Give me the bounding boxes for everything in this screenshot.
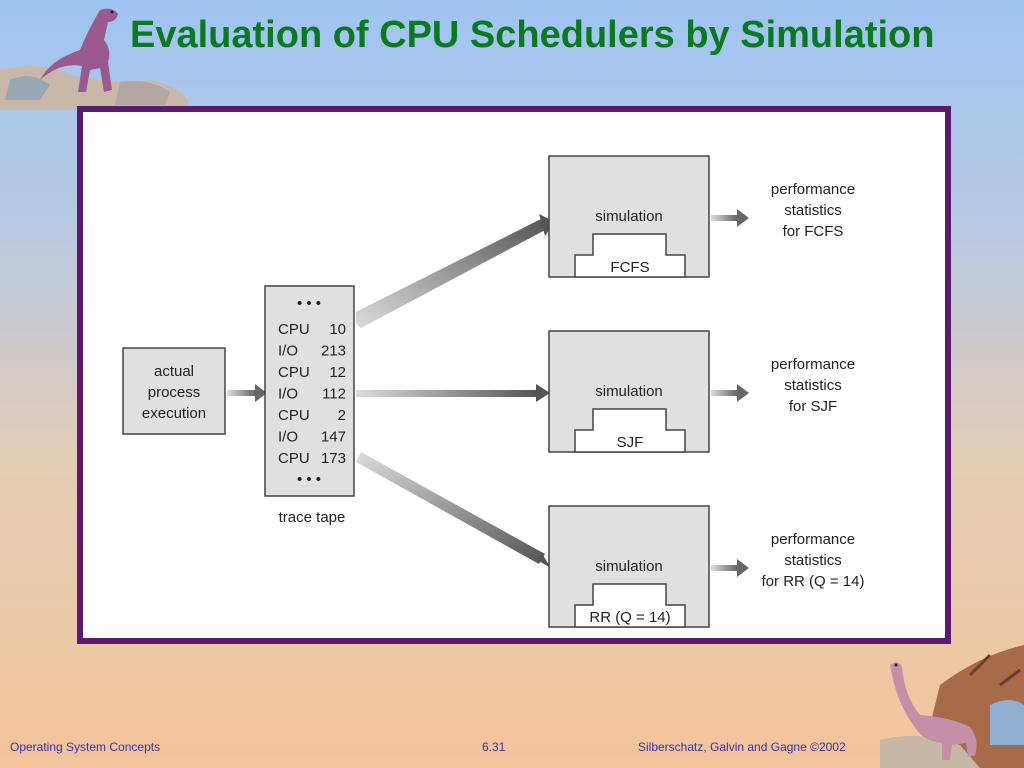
statistics-line: statistics — [784, 202, 842, 219]
simulation-diagram: actual process execution • • • CPU 10I/O 2… — [122, 155, 865, 628]
arrow-to-statistics — [711, 559, 749, 577]
arrow-to-statistics — [711, 384, 749, 402]
scheduler-slot — [574, 408, 686, 453]
statistics-line: performance — [771, 356, 855, 373]
arrow-to-sjf — [356, 384, 550, 402]
trace-row-value: 12 — [329, 364, 346, 381]
trace-row-op: CPU — [278, 450, 310, 467]
trace-row-op: I/O — [278, 429, 298, 446]
statistics-line: statistics — [784, 552, 842, 569]
statistics-line: for FCFS — [783, 223, 844, 240]
dinosaur-illustration-top-left — [0, 8, 188, 110]
trace-row-value: 147 — [321, 429, 346, 446]
trace-row-op: I/O — [278, 343, 298, 360]
statistics-line: for SJF — [789, 398, 837, 415]
source-line-1: actual — [154, 363, 194, 380]
source-line-3: execution — [142, 405, 206, 422]
source-line-2: process — [148, 384, 201, 401]
arrow-to-rr — [356, 452, 551, 568]
footer-course: Operating System Concepts — [10, 740, 161, 754]
footer-authors: Silberschatz, Galvin and Gagne ©2002 — [638, 740, 846, 754]
scheduler-slot — [574, 583, 686, 628]
scheduler-algorithm: FCFS — [610, 259, 649, 276]
trace-row-value: 112 — [322, 386, 346, 403]
arrow-to-statistics — [711, 209, 749, 227]
performance-statistics: performance statistics for RR (Q = 14) — [762, 531, 865, 590]
simulation-label: simulation — [595, 208, 663, 225]
arrow-to-trace — [227, 384, 267, 402]
footer-page-number: 6.31 — [482, 740, 506, 754]
arrow-to-fcfs — [356, 214, 555, 328]
trace-row-value: 213 — [321, 343, 346, 360]
statistics-line: for RR (Q = 14) — [762, 573, 865, 590]
actual-process-box: actual process execution — [122, 347, 226, 435]
statistics-line: performance — [771, 181, 855, 198]
performance-statistics: performance statistics for SJF — [771, 356, 855, 415]
statistics-line: statistics — [784, 377, 842, 394]
scheduler-slot — [574, 233, 686, 278]
trace-row-op: CPU — [278, 321, 310, 338]
scheduler-algorithm: SJF — [617, 434, 644, 451]
trace-row-op: CPU — [278, 407, 310, 424]
trace-row-value: 173 — [321, 450, 346, 467]
trace-row-op: I/O — [278, 386, 298, 403]
slide-title: Evaluation of CPU Schedulers by Simulati… — [130, 14, 935, 56]
statistics-line: performance — [771, 531, 855, 548]
trace-dots-top: • • • — [297, 295, 321, 312]
simulation-label: simulation — [595, 383, 663, 400]
dinosaur-illustration-bottom-right — [880, 645, 1024, 768]
simulation-box: simulation RR (Q = 14) — [548, 505, 710, 628]
trace-tape-caption: trace tape — [279, 509, 346, 526]
trace-row-value: 10 — [329, 321, 346, 338]
simulation-label: simulation — [595, 558, 663, 575]
trace-dots-bottom: • • • — [297, 471, 321, 488]
trace-row-value: 2 — [338, 407, 346, 424]
trace-row-op: CPU — [278, 364, 310, 381]
performance-statistics: performance statistics for FCFS — [771, 181, 855, 240]
scheduler-algorithm: RR (Q = 14) — [589, 609, 670, 626]
